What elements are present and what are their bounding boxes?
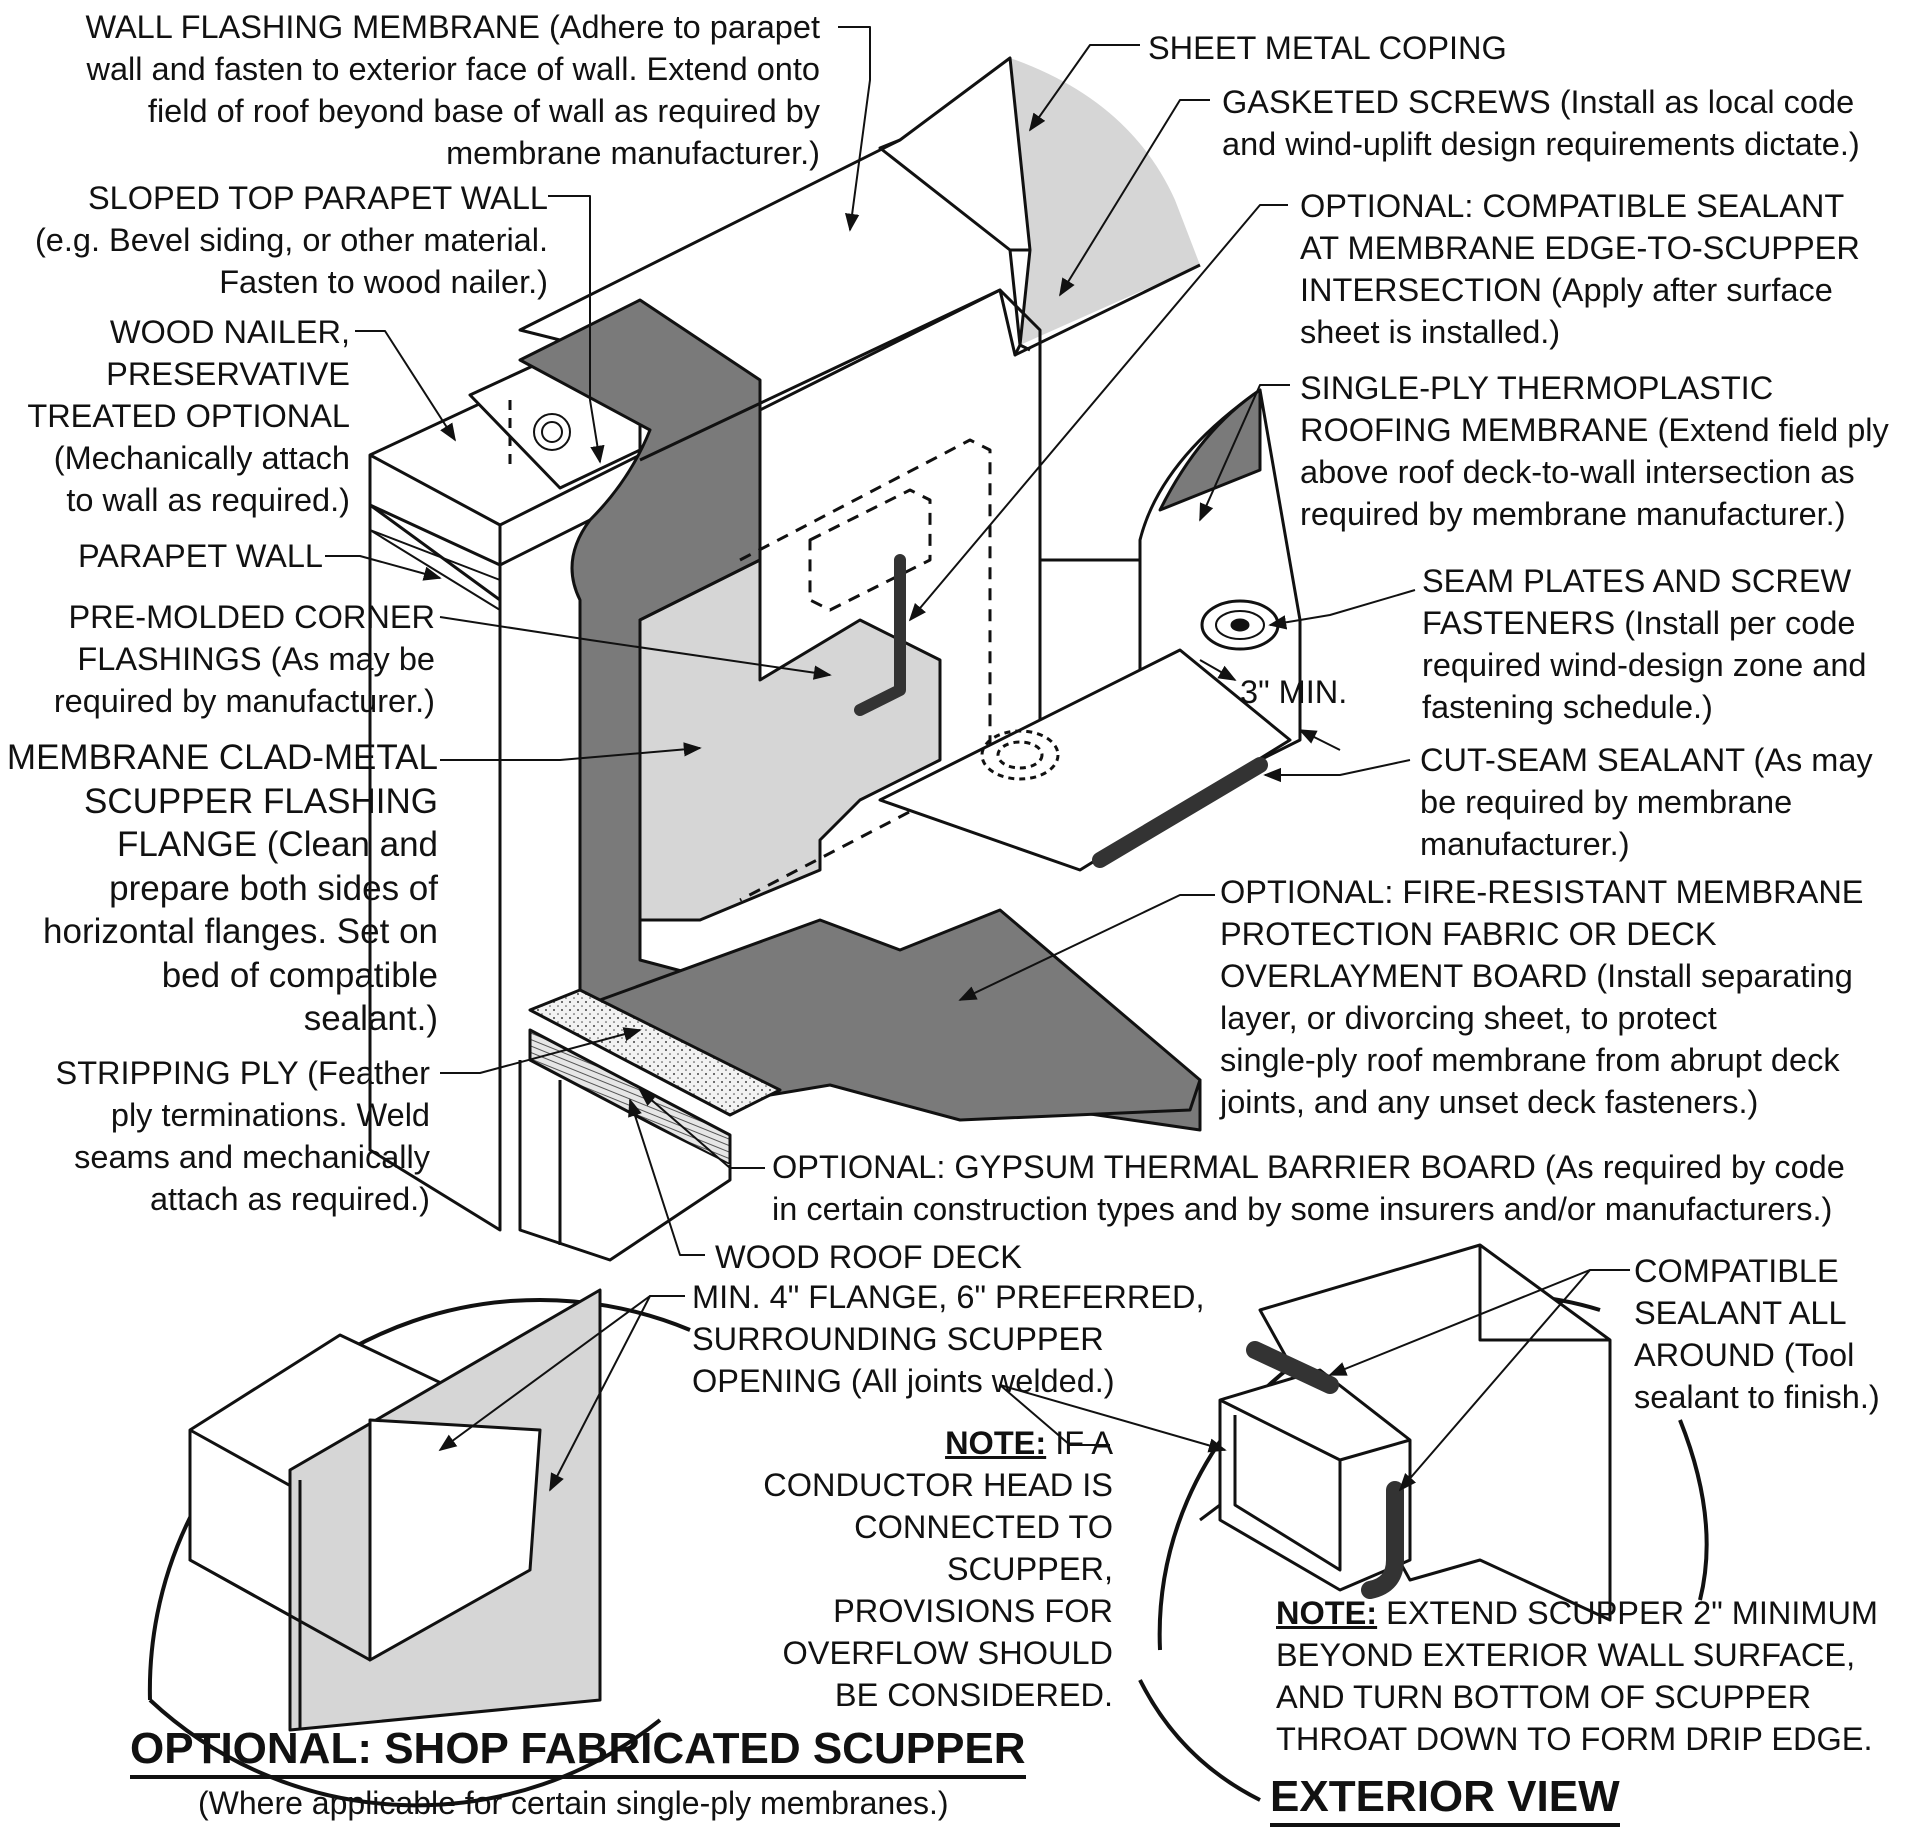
label-three-min: 3" MIN. [1240, 674, 1348, 710]
scupper-flange-panel [638, 558, 942, 922]
label-optional-sealant: OPTIONAL: COMPATIBLE SEALANT AT MEMBRANE… [1300, 188, 1860, 350]
title-shop-fabricated-scupper: OPTIONAL: SHOP FABRICATED SCUPPER [130, 1724, 1026, 1779]
roof-membrane-field [878, 648, 1292, 872]
label-cut-seam-sealant: CUT-SEAM SEALANT (As may be required by … [1420, 742, 1873, 862]
note-conductor-head: NOTE: IF A CONDUCTOR HEAD IS CONNECTED T… [763, 1422, 1113, 1716]
cut-seam-sealant [1092, 757, 1268, 868]
label-gypsum: OPTIONAL: GYPSUM THERMAL BARRIER BOARD (… [772, 1149, 1845, 1227]
note-extend-scupper: NOTE: EXTEND SCUPPER 2" MINIMUM BEYOND E… [1276, 1592, 1878, 1760]
title-shop-fabricated-scupper-text: OPTIONAL: SHOP FABRICATED SCUPPER [130, 1724, 1026, 1779]
membrane-edge-sealant [854, 554, 906, 716]
label-min-flange: MIN. 4" FLANGE, 6" PREFERRED, SURROUNDIN… [692, 1279, 1205, 1399]
title-exterior-view: EXTERIOR VIEW [1270, 1772, 1620, 1827]
note-extend-scupper-label: NOTE: [1276, 1595, 1378, 1631]
label-gasketed-screws: GASKETED SCREWS (Install as local code a… [1222, 84, 1860, 162]
label-parapet-wall: PARAPET WALL [77, 538, 323, 574]
title-exterior-view-text: EXTERIOR VIEW [1270, 1772, 1620, 1827]
label-sloped-top-parapet: SLOPED TOP PARAPET WALL (e.g. Bevel sidi… [34, 180, 548, 300]
coping-side-shade [1010, 58, 1200, 345]
subtitle-shop-fabricated-scupper: (Where applicable for certain single-ply… [198, 1785, 949, 1821]
label-corner-flashings: PRE-MOLDED CORNER FLASHINGS (As may be r… [53, 599, 435, 719]
label-stripping-ply: STRIPPING PLY (Feather ply terminations.… [55, 1055, 430, 1217]
label-single-ply: SINGLE-PLY THERMOPLASTIC ROOFING MEMBRAN… [1300, 370, 1889, 532]
note-extend-scupper-text: BEYOND EXTERIOR WALL SURFACE, AND TURN B… [1276, 1637, 1873, 1757]
side-sealant [1361, 1481, 1404, 1599]
label-scupper-flange-detail: (Clean and prepare both sides of horizon… [43, 825, 438, 1038]
note-conductor-head-label: NOTE: [945, 1425, 1047, 1461]
note-conductor-head-text: CONDUCTOR HEAD IS CONNECTED TO SCUPPER, … [763, 1467, 1113, 1713]
gypsum-board [528, 988, 782, 1117]
label-fire-resistant: OPTIONAL: FIRE-RESISTANT MEMBRANE PROTEC… [1220, 874, 1864, 1120]
label-wood-nailer: WOOD NAILER, PRESERVATIVE TREATED OPTION… [27, 314, 350, 518]
parapet-wall [368, 503, 502, 1232]
note-conductor-head-first: IF A [1046, 1425, 1113, 1461]
label-seam-plates: SEAM PLATES AND SCREW FASTENERS (Install… [1422, 563, 1867, 725]
label-wall-flashing-membrane: WALL FLASHING MEMBRANE (Adhere to parape… [85, 9, 820, 171]
label-scupper-flange-title: MEMBRANE CLAD-METAL SCUPPER FLASHING FLA… [6, 738, 438, 864]
label-scupper-flange: MEMBRANE CLAD-METAL SCUPPER FLASHING FLA… [7, 736, 438, 1041]
label-sheet-metal-coping: SHEET METAL COPING [1148, 30, 1507, 66]
top-sealant [1246, 1341, 1339, 1394]
note-extend-scupper-first: EXTEND SCUPPER 2" MINIMUM [1377, 1595, 1879, 1631]
label-wood-roof-deck: WOOD ROOF DECK [715, 1239, 1022, 1275]
label-compatible-sealant: COMPATIBLE SEALANT ALL AROUND (Tool seal… [1634, 1253, 1880, 1415]
